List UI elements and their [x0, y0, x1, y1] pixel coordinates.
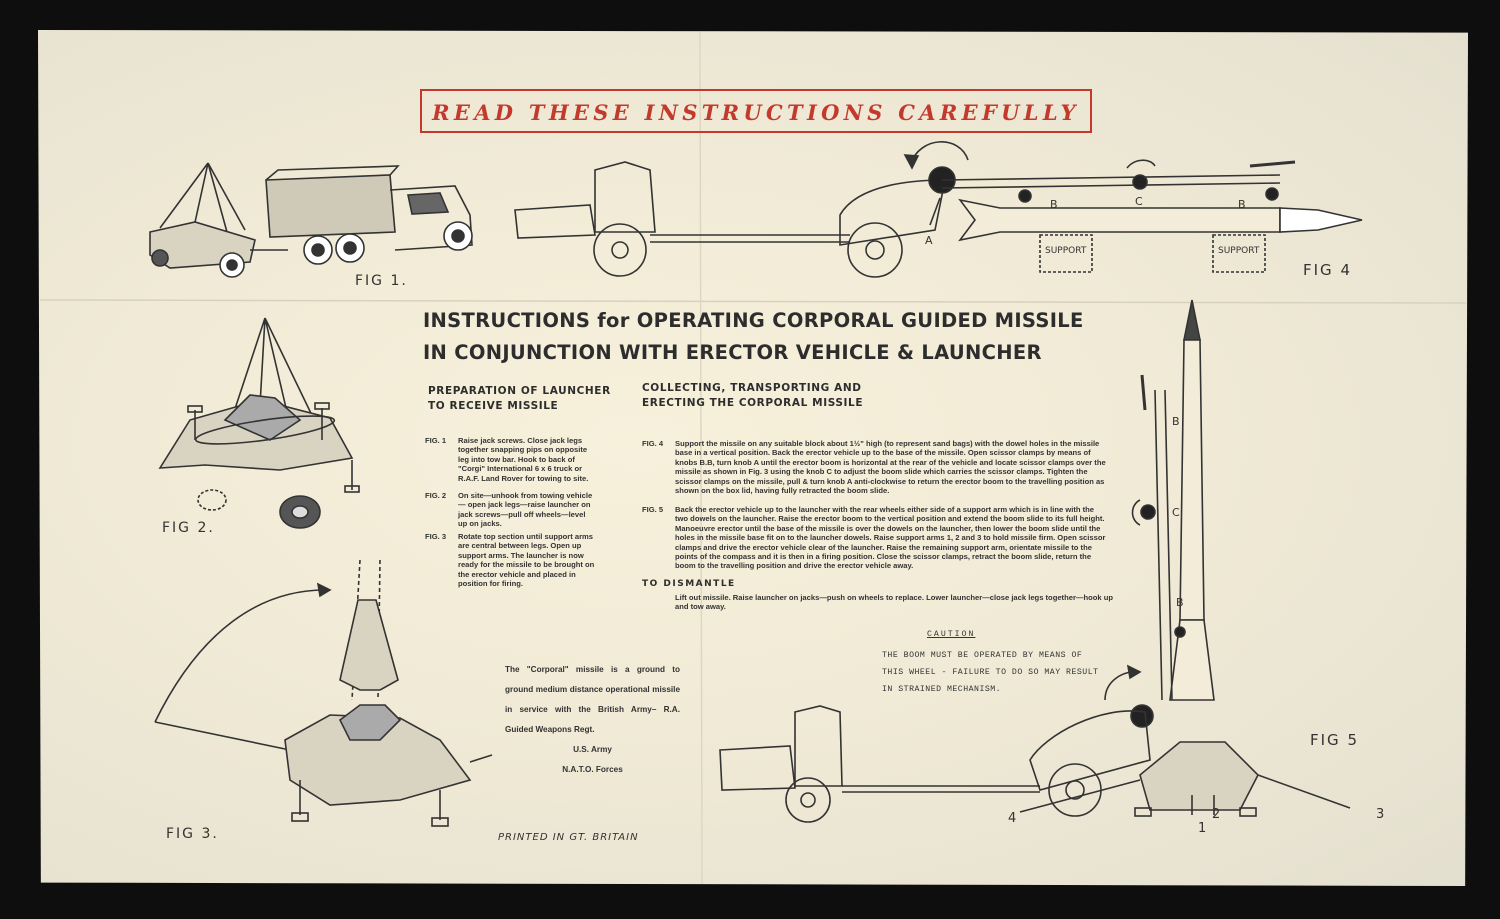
fig2-launcher-drawing — [158, 317, 360, 529]
fig4-label-c: C — [1135, 195, 1143, 208]
title-line-2: IN CONJUNCTION WITH ERECTOR VEHICLE & LA… — [423, 341, 1042, 364]
printed-in-label: PRINTED IN GT. BRITAIN — [498, 832, 639, 843]
fig4-instruction: FIG. 4 Support the missile on any suitab… — [642, 439, 1108, 495]
fig1-instruction-text: Raise jack screws. Close jack legs toget… — [458, 436, 589, 483]
fig3-instruction-label: FIG. 3 — [425, 532, 447, 541]
page-title: INSTRUCTIONS for OPERATING CORPORAL GUID… — [423, 305, 1084, 369]
fig5-arm-1: 1 — [1198, 821, 1206, 836]
fig5-label-b-low: B — [1176, 596, 1184, 609]
missile-note-us-army: U.S. Army — [573, 745, 612, 754]
caution-line-1: THE BOOM MUST BE OPERATED BY MEANS OF — [882, 651, 1083, 660]
warning-banner: READ THESE INSTRUCTIONS CAREFULLY — [420, 89, 1092, 133]
fig4-erector-horizontal-drawing — [514, 141, 1363, 278]
right-heading-line-2: ERECTING THE CORPORAL MISSILE — [642, 397, 864, 409]
fig1-label: FIG 1. — [355, 273, 408, 289]
fig2-instruction-label: FIG. 2 — [425, 491, 447, 500]
right-heading-line-1: COLLECTING, TRANSPORTING AND — [642, 382, 862, 394]
fig1-truck-launcher-drawing — [149, 162, 473, 278]
fig3-instruction: FIG. 3 Rotate top section until support … — [425, 532, 595, 588]
missile-note: The "Corporal" missile is a ground to gr… — [505, 660, 680, 780]
dismantle-text: Lift out missile. Raise launcher on jack… — [675, 593, 1114, 612]
fig5-instruction: FIG. 5 Back the erector vehicle up to th… — [642, 505, 1108, 571]
fig2-instruction-text: On site—unhook from towing vehicle— open… — [458, 491, 593, 529]
fig1-instruction-label: FIG. 1 — [425, 436, 447, 445]
left-column-heading: PREPARATION OF LAUNCHER TO RECEIVE MISSI… — [428, 384, 611, 414]
fig1-instruction: FIG. 1 Raise jack screws. Close jack leg… — [425, 436, 595, 483]
fig4-instruction-text: Support the missile on any suitable bloc… — [675, 439, 1106, 496]
fig3-missile-launcher-drawing — [154, 559, 493, 827]
fig2-label: FIG 2. — [162, 520, 215, 536]
fig4-support-right: SUPPORT — [1218, 246, 1260, 256]
missile-note-text: The "Corporal" missile is a ground to gr… — [505, 665, 680, 734]
fig5-erector-vertical-drawing — [719, 299, 1351, 823]
fig2-instruction: FIG. 2 On site—unhook from towing vehicl… — [425, 491, 595, 529]
fig4-label-b-right: B — [1238, 198, 1246, 211]
fig4-support-left: SUPPORT — [1045, 246, 1087, 256]
left-heading-line-2: TO RECEIVE MISSILE — [428, 400, 559, 412]
fig5-instruction-label: FIG. 5 — [642, 505, 664, 514]
caution-line-3: IN STRAINED MECHANISM. — [882, 685, 1002, 694]
fig5-arm-3: 3 — [1376, 807, 1384, 822]
fig5-instruction-text: Back the erector vehicle up to the launc… — [675, 505, 1106, 571]
fig5-label: FIG 5 — [1310, 731, 1359, 749]
left-heading-line-1: PREPARATION OF LAUNCHER — [428, 385, 611, 397]
title-line-1: INSTRUCTIONS for OPERATING CORPORAL GUID… — [423, 309, 1084, 332]
caution-line-2: THIS WHEEL - FAILURE TO DO SO MAY RESULT — [882, 668, 1099, 677]
fig4-label-b-left: B — [1050, 198, 1058, 211]
missile-note-nato: N.A.T.O. Forces — [562, 765, 623, 774]
fig4-label-a: A — [925, 234, 933, 247]
fig5-arm-2: 2 — [1212, 807, 1220, 822]
caution-heading: CAUTION — [927, 630, 976, 639]
fig5-label-b-top: B — [1172, 415, 1180, 428]
fig3-instruction-text: Rotate top section until support arms ar… — [458, 532, 595, 589]
fig5-label-c: C — [1172, 506, 1180, 519]
fig3-label: FIG 3. — [166, 826, 219, 842]
fig4-label: FIG 4 — [1303, 261, 1352, 279]
right-column-heading: COLLECTING, TRANSPORTING AND ERECTING TH… — [642, 381, 863, 411]
fig5-arm-4: 4 — [1008, 811, 1016, 826]
dismantle-heading: TO DISMANTLE — [642, 579, 736, 589]
caution-text: THE BOOM MUST BE OPERATED BY MEANS OF TH… — [882, 647, 1099, 698]
fig4-instruction-label: FIG. 4 — [642, 439, 664, 448]
